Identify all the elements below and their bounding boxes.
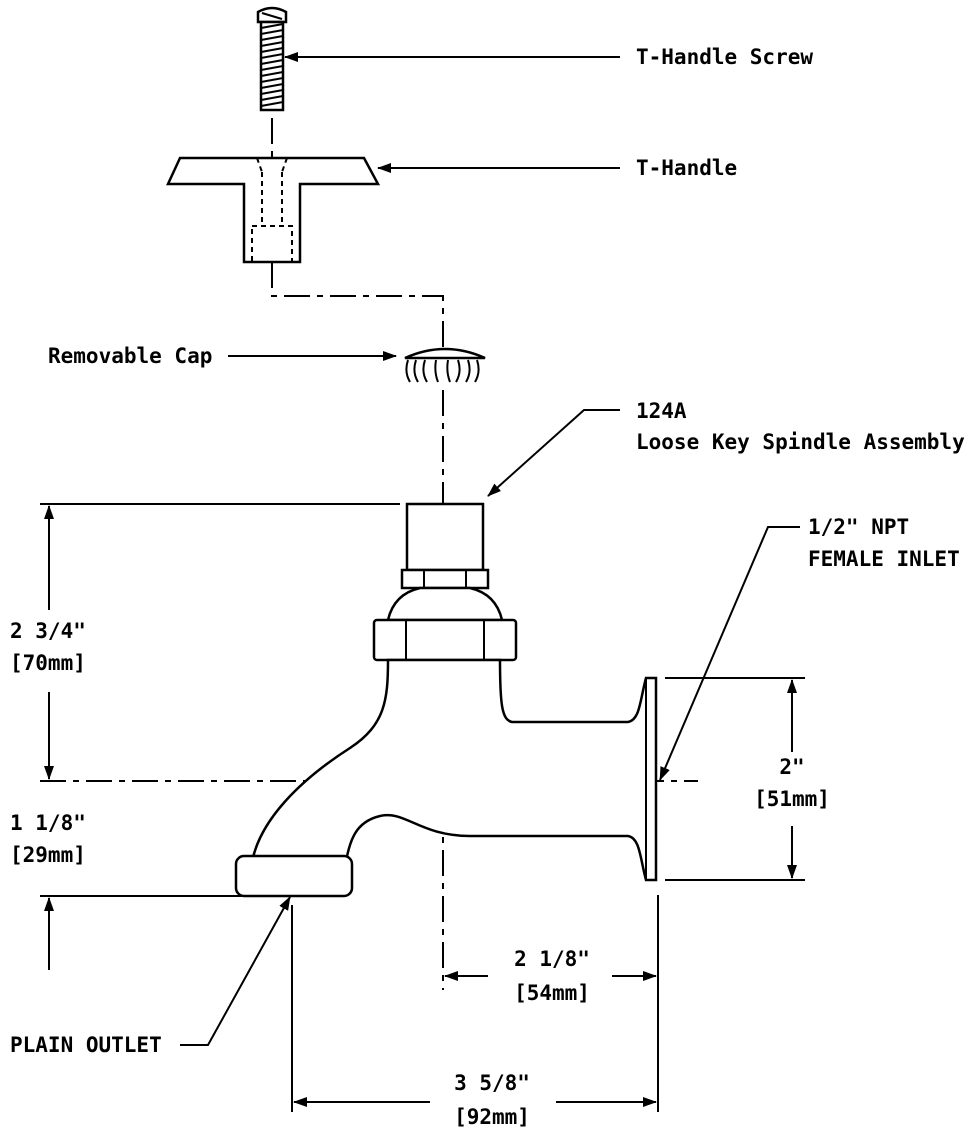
inlet-size-label: 1/2" NPT — [808, 515, 909, 539]
outlet-label: PLAIN OUTLET — [10, 1033, 162, 1057]
leader-lines — [180, 52, 800, 1046]
spindle-model-label: 124A — [636, 399, 687, 423]
t-handle-screw — [256, 6, 288, 112]
flange-height-imperial: 2" — [779, 755, 804, 779]
t-handle-label: T-Handle — [636, 156, 737, 180]
flange-height-metric: [51mm] — [754, 787, 830, 811]
removable-cap-label: Removable Cap — [48, 344, 212, 368]
spindle-name-label: Loose Key Spindle Assembly — [636, 430, 965, 454]
spindle-to-inlet-metric: [54mm] — [514, 981, 590, 1005]
t-handle-screw-label: T-Handle Screw — [636, 45, 813, 69]
outlet-to-inlet-metric: [92mm] — [454, 1105, 530, 1129]
height-total-imperial: 2 3/4" — [10, 619, 86, 643]
t-handle — [166, 156, 381, 264]
faucet-body — [234, 502, 658, 898]
outlet-to-inlet-imperial: 3 5/8" — [454, 1071, 530, 1095]
inlet-type-label: FEMALE INLET — [808, 547, 960, 571]
removable-cap — [404, 347, 486, 383]
handle-to-spindle-centerline — [271, 262, 444, 348]
dimension-lines — [40, 503, 805, 1112]
height-total-metric: [70mm] — [10, 651, 86, 675]
spindle-to-inlet-imperial: 2 1/8" — [514, 947, 590, 971]
outlet-height-imperial: 1 1/8" — [10, 811, 86, 835]
outlet-height-metric: [29mm] — [10, 843, 86, 867]
